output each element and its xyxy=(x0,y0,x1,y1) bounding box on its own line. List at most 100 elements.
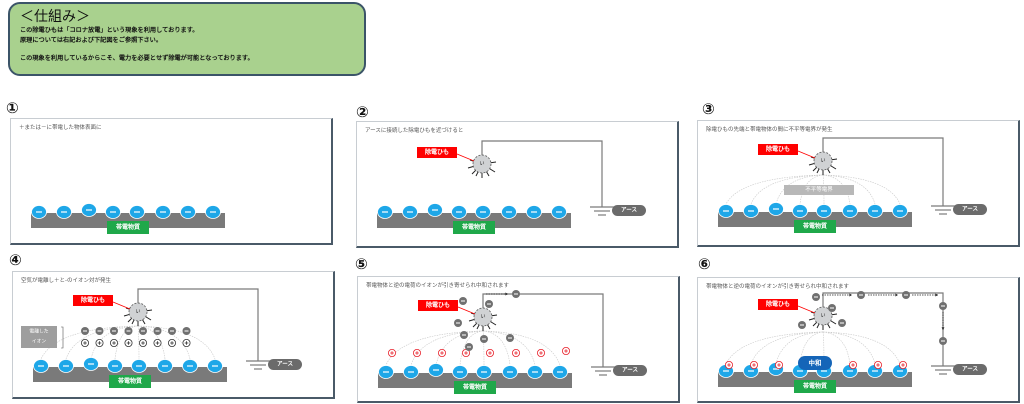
minus-sign-icon xyxy=(212,365,218,367)
charged-material-label: 帯電物質 xyxy=(118,377,142,385)
field-line xyxy=(750,174,824,205)
minus-sign-icon xyxy=(160,211,166,213)
charged-material-label: 帯電物質 xyxy=(463,383,487,391)
minus-sign-icon xyxy=(797,370,803,372)
static-string-label-bg xyxy=(758,299,798,310)
charged-material-bar xyxy=(377,213,571,228)
earth-badge xyxy=(613,365,647,376)
charged-material-bar xyxy=(718,372,912,387)
earth-label: アース xyxy=(277,361,293,368)
charged-material-label-bg xyxy=(454,381,496,394)
charged-material-label: 帯電物質 xyxy=(803,382,827,390)
charged-material-label-bg xyxy=(794,220,836,233)
field-line xyxy=(725,331,824,365)
panel-5-caption: 帯電物体と逆の電荷のイオンが引き寄せられ中和されます xyxy=(366,283,510,289)
panel-1-caption: ＋または－に帯電した物体表面に xyxy=(19,125,102,131)
field-line xyxy=(482,330,485,366)
static-string-head-icon xyxy=(813,151,833,171)
minus-sign-icon xyxy=(821,370,827,372)
minus-sign-icon xyxy=(136,365,142,367)
field-line xyxy=(822,174,851,205)
field-line xyxy=(137,325,166,360)
minus-sign-icon xyxy=(110,211,116,213)
earth-badge xyxy=(953,204,987,215)
static-string-label-bg xyxy=(418,300,458,311)
charged-material-label: 帯電物質 xyxy=(116,223,140,231)
minus-sign-icon xyxy=(556,211,562,213)
field-line xyxy=(822,331,876,365)
svg-text:い: い xyxy=(135,309,140,315)
earth-wire xyxy=(481,140,603,207)
field-line xyxy=(725,174,824,205)
minus-sign-icon xyxy=(557,371,563,373)
static-string-label: 除電ひも xyxy=(766,300,790,308)
minus-sign-icon xyxy=(408,371,414,373)
earth-label: アース xyxy=(962,366,978,373)
minus-sign-icon xyxy=(872,210,878,212)
panel-number-5: ⑤ xyxy=(355,255,368,273)
minus-sign-icon xyxy=(61,211,67,213)
field-line xyxy=(65,325,139,360)
ionized-label-line-2: イオン xyxy=(32,339,47,345)
charged-material-bar xyxy=(718,212,912,227)
static-string-label: 除電ひも xyxy=(766,145,790,153)
panel-1-diagram: 帯電物質 xyxy=(31,203,225,234)
minus-sign-icon xyxy=(872,370,878,372)
string-label-connector xyxy=(456,153,475,162)
earth-label: アース xyxy=(621,207,637,214)
charged-material-bar xyxy=(378,373,572,388)
minus-sign-icon xyxy=(407,211,413,213)
field-line xyxy=(822,331,851,365)
field-line xyxy=(137,325,191,360)
field-line xyxy=(482,330,536,366)
panel-5: 帯電物質アースい除電ひも 帯電物体と逆の電荷のイオンが引き寄せられ中和されます xyxy=(357,276,680,403)
field-line xyxy=(799,174,824,205)
static-string-head-icon xyxy=(128,302,148,322)
panel-number-3: ③ xyxy=(702,100,715,118)
minus-sign-icon xyxy=(86,209,92,211)
field-line xyxy=(775,331,824,365)
svg-text:い: い xyxy=(820,313,825,319)
earth-badge xyxy=(268,359,302,370)
minus-sign-icon xyxy=(187,365,193,367)
charged-material-label: 帯電物質 xyxy=(462,223,486,231)
field-line xyxy=(90,325,139,360)
earth-wire xyxy=(482,293,604,367)
static-string-label: 除電ひも xyxy=(426,301,450,309)
intro-box: ＜仕組み＞ この除電ひもは「コロナ放電」という現象を利用しております。 原理につ… xyxy=(8,2,366,76)
intro-line-1: この除電ひもは「コロナ放電」という現象を利用しております。 xyxy=(20,27,199,34)
minus-sign-icon xyxy=(457,371,463,373)
minus-sign-icon xyxy=(897,370,903,372)
charged-material-label-bg xyxy=(794,380,836,393)
static-string-label-bg xyxy=(758,144,798,155)
static-string-head-icon xyxy=(473,307,493,327)
minus-sign-icon xyxy=(897,210,903,212)
static-string-label: 除電ひも xyxy=(425,148,449,156)
svg-text:い: い xyxy=(820,158,825,164)
minus-sign-icon xyxy=(847,210,853,212)
minus-sign-icon xyxy=(112,365,118,367)
minus-sign-icon xyxy=(38,365,44,367)
panel-number-4: ④ xyxy=(9,251,22,269)
minus-sign-icon xyxy=(797,210,803,212)
panel-4-caption: 空気が電離し＋と-のイオン対が発生 xyxy=(21,278,111,284)
panel-4: 帯電物質アースい除電ひも電離したイオン 空気が電離し＋と-のイオン対が発生 xyxy=(12,271,335,399)
field-line xyxy=(410,330,484,366)
minus-sign-icon xyxy=(481,371,487,373)
field-line xyxy=(137,325,140,360)
minus-sign-icon xyxy=(748,370,754,372)
charged-material-bar xyxy=(31,213,225,228)
minus-sign-icon xyxy=(63,365,69,367)
field-line xyxy=(459,330,484,366)
static-string-label-bg xyxy=(73,295,113,306)
static-string-label-bg xyxy=(417,147,457,158)
string-label-connector xyxy=(112,301,131,310)
static-string-label: 除電ひも xyxy=(81,296,105,304)
field-line xyxy=(822,174,901,205)
uneven-field-label-bg xyxy=(784,185,854,195)
minus-sign-icon xyxy=(821,210,827,212)
panel-number-6: ⑥ xyxy=(698,255,711,273)
